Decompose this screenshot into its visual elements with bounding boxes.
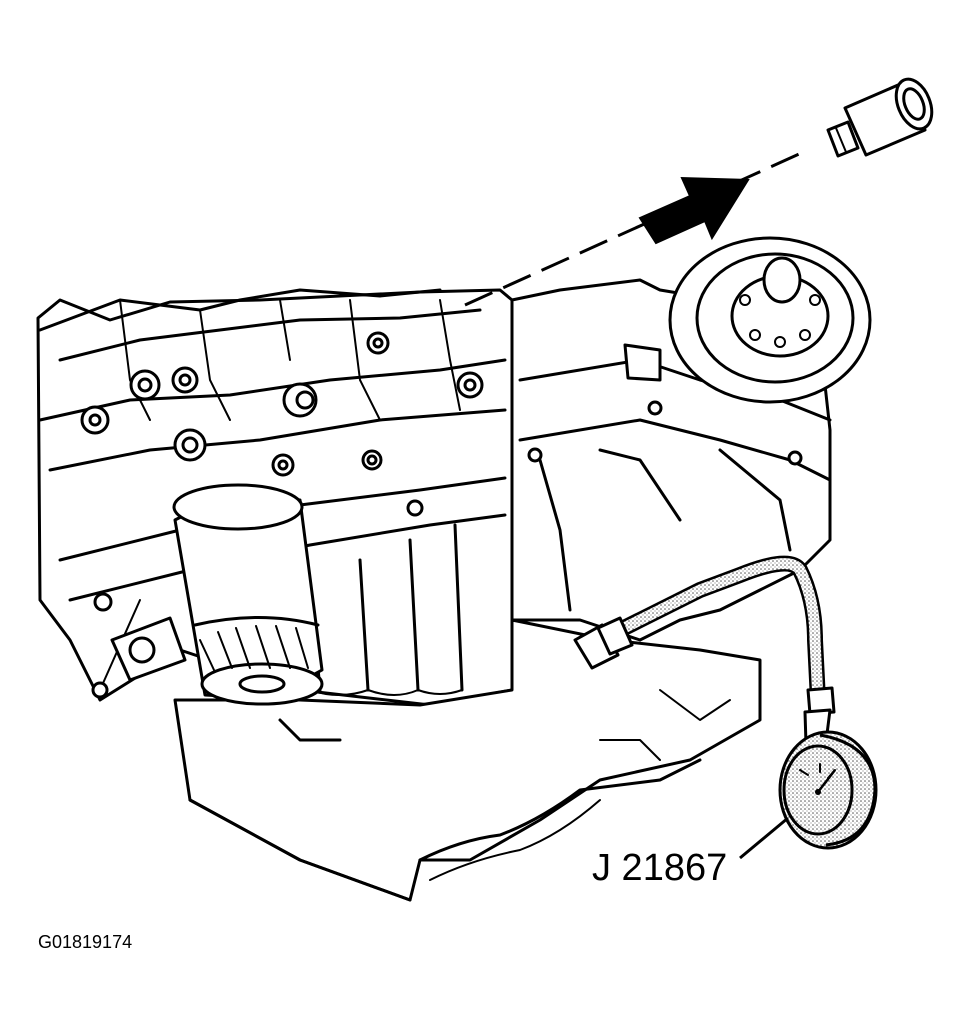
oil-pan <box>173 618 762 902</box>
tool-callout-label: J 21867 <box>592 847 727 889</box>
callout-leader-line <box>739 816 789 860</box>
crankshaft-pulley <box>668 236 872 404</box>
installation-direction <box>464 148 809 307</box>
direction-arrow-icon <box>638 176 750 245</box>
oil-filter-icon <box>172 483 324 706</box>
figure-id-label: G01819174 <box>38 932 132 952</box>
gauge-hose <box>573 555 836 746</box>
oil-pressure-gauge-icon <box>778 730 878 850</box>
oil-pressure-sensor-icon <box>826 77 934 158</box>
